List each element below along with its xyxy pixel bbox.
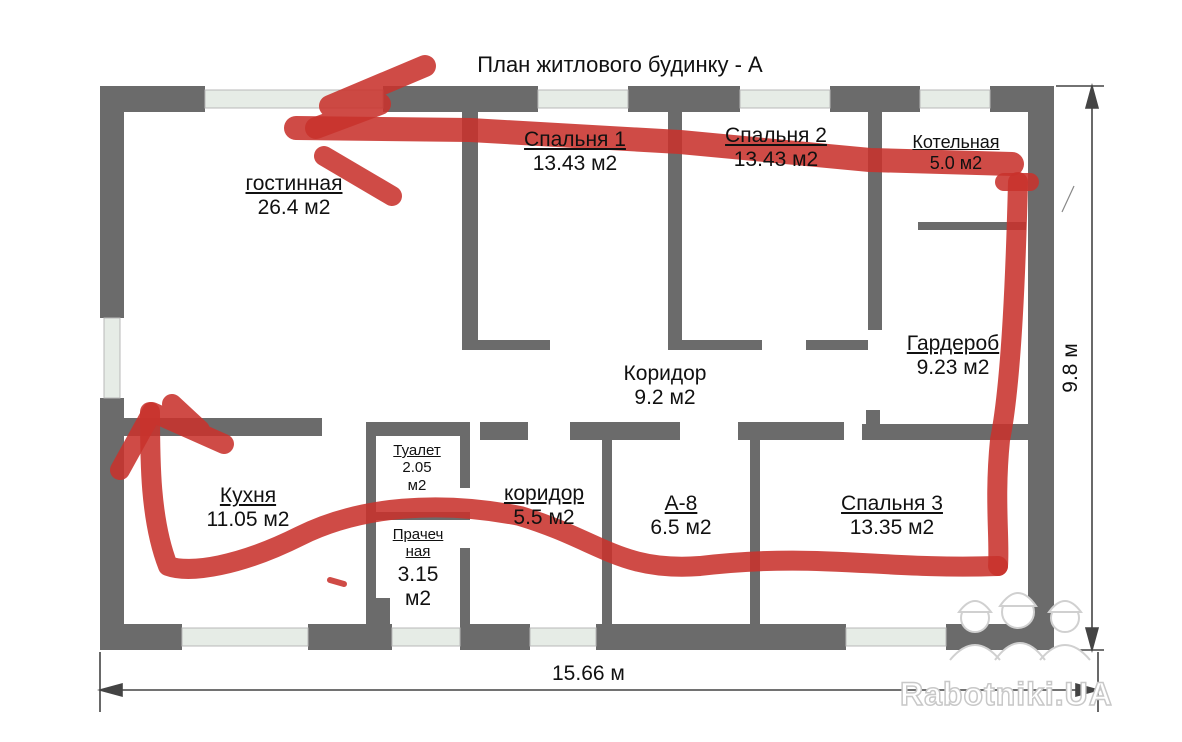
wall-bottom-mid2: [460, 624, 530, 650]
wall-living-bedroom1: [462, 112, 478, 350]
room-corridor2-area: 5.5 м2: [513, 506, 575, 530]
room-wardrobe-name: Гардероб: [906, 332, 1000, 355]
room-kitchen: Кухня 11.05 м2: [168, 484, 328, 532]
room-toilet-area-2: м2: [407, 476, 427, 494]
room-laundry-area-2: м2: [404, 586, 432, 610]
wall-left-lower: [100, 398, 124, 650]
room-corridor-area: 9.2 м2: [634, 386, 696, 410]
window-bottom-2: [391, 627, 461, 647]
red-stroke-right: [987, 172, 1028, 576]
wall-bed2-bottom-b: [806, 340, 868, 350]
wall-mid-top3: [738, 422, 844, 440]
window-left: [103, 317, 121, 399]
red-loop: [140, 402, 1008, 579]
room-a8: А-8 6.5 м2: [616, 492, 746, 540]
room-living-name: гостинная: [245, 172, 343, 195]
room-living: гостинная 26.4 м2: [214, 172, 374, 220]
wall-right: [1028, 86, 1054, 650]
room-boiler-area: 5.0 м2: [929, 152, 983, 173]
room-laundry-name-2: ная: [405, 543, 431, 561]
window-bottom-3: [529, 627, 597, 647]
room-wardrobe-area: 9.23 м2: [916, 356, 990, 380]
room-corridor-name: Коридор: [623, 362, 707, 385]
red-dash: [327, 577, 347, 587]
wall-top-mid3: [830, 86, 920, 112]
room-a8-area: 6.5 м2: [650, 516, 712, 540]
wall-bed1-bed2: [668, 112, 682, 350]
wall-top-mid2: [628, 86, 740, 112]
red-arrow-head-bottom: [110, 394, 234, 480]
room-bedroom1: Спальня 1 13.43 м2: [495, 128, 655, 176]
wall-bottom-mid3: [596, 624, 846, 650]
room-boiler: Котельная 5.0 м2: [886, 132, 1026, 173]
room-toilet-name: Туалет: [393, 442, 441, 459]
dim-width-arrow-right: [1075, 682, 1102, 698]
red-stroke-diag: [314, 146, 402, 206]
room-corridor2-name: коридор: [503, 482, 585, 505]
window-bottom-4: [845, 627, 947, 647]
room-kitchen-area: 11.05 м2: [206, 508, 290, 532]
workers-helmet-icon: [949, 592, 1091, 661]
room-toilet: Туалет 2.05 м2: [378, 442, 456, 494]
room-boiler-name: Котельная: [912, 132, 1000, 152]
watermark-text: Rabotniki.UA: [899, 675, 1113, 713]
room-bedroom2: Спальня 2 13.43 м2: [696, 124, 856, 172]
wall-mid-top1: [480, 422, 528, 440]
room-bedroom2-area: 13.43 м2: [733, 148, 819, 172]
wall-wardrobe-bottom: [862, 424, 1028, 440]
wall-wc-top: [368, 422, 470, 436]
wall-top-mid1: [383, 86, 538, 112]
room-bedroom1-name: Спальня 1: [524, 128, 626, 151]
dim-width-arrow-left: [96, 682, 123, 698]
window-top-4: [919, 89, 991, 109]
windows: [103, 89, 991, 647]
dim-height-arrow-top: [1084, 82, 1100, 109]
room-corridor: Коридор 9.2 м2: [585, 362, 745, 410]
room-toilet-area-1: 2.05: [402, 459, 432, 477]
room-a8-name: А-8: [664, 492, 698, 515]
wall-bottom-mid1: [308, 624, 392, 650]
red-arrow-head-top: [305, 55, 436, 139]
room-living-area: 26.4 м2: [257, 196, 331, 220]
wall-boiler-divider: [918, 222, 1026, 230]
room-kitchen-name: Кухня: [219, 484, 277, 507]
room-wardrobe: Гардероб 9.23 м2: [882, 332, 1024, 380]
wall-wc-top-small: [366, 598, 390, 624]
room-bedroom3-name: Спальня 3: [841, 492, 943, 515]
wall-bed2-boiler: [868, 112, 882, 330]
plan-title: План житлового будинку - А: [477, 52, 763, 77]
wall-bed1-bottom: [478, 340, 550, 350]
room-laundry: Прачеч ная 3.15 м2: [378, 526, 458, 611]
wall-a8-right: [750, 438, 760, 624]
wall-mid-top2: [570, 422, 680, 440]
wall-bottom-left: [100, 624, 182, 650]
wall-wc-right: [460, 422, 470, 488]
wall-bottom-right: [946, 624, 1054, 650]
room-corridor2: коридор 5.5 м2: [474, 482, 614, 530]
wall-corr2-right: [602, 438, 612, 624]
red-stroke-top: [284, 116, 1024, 176]
stray-mark: [1061, 185, 1075, 213]
dimension-width-label: 15.66 м: [552, 662, 625, 685]
dimension-lines: [96, 82, 1104, 712]
room-laundry-area-1: 3.15: [397, 562, 439, 586]
room-bedroom3-area: 13.35 м2: [849, 516, 935, 540]
window-top-3: [739, 89, 831, 109]
dimension-height-label: 9.8 м: [1059, 343, 1082, 393]
wall-wardrobe-left: [866, 410, 880, 440]
wall-left-upper: [100, 86, 124, 318]
outer-walls: [100, 86, 1054, 650]
wall-wc-right2: [460, 548, 470, 624]
room-bedroom3: Спальня 3 13.35 м2: [812, 492, 972, 540]
room-bedroom1-area: 13.43 м2: [532, 152, 618, 176]
room-laundry-name-1: Прачеч: [392, 526, 444, 543]
dim-height-arrow-bottom: [1084, 627, 1100, 654]
red-annotations: [110, 55, 1039, 587]
window-top-2: [537, 89, 629, 109]
window-bottom-1: [181, 627, 309, 647]
wall-bed2-bottom: [682, 340, 762, 350]
room-bedroom2-name: Спальня 2: [725, 124, 827, 147]
